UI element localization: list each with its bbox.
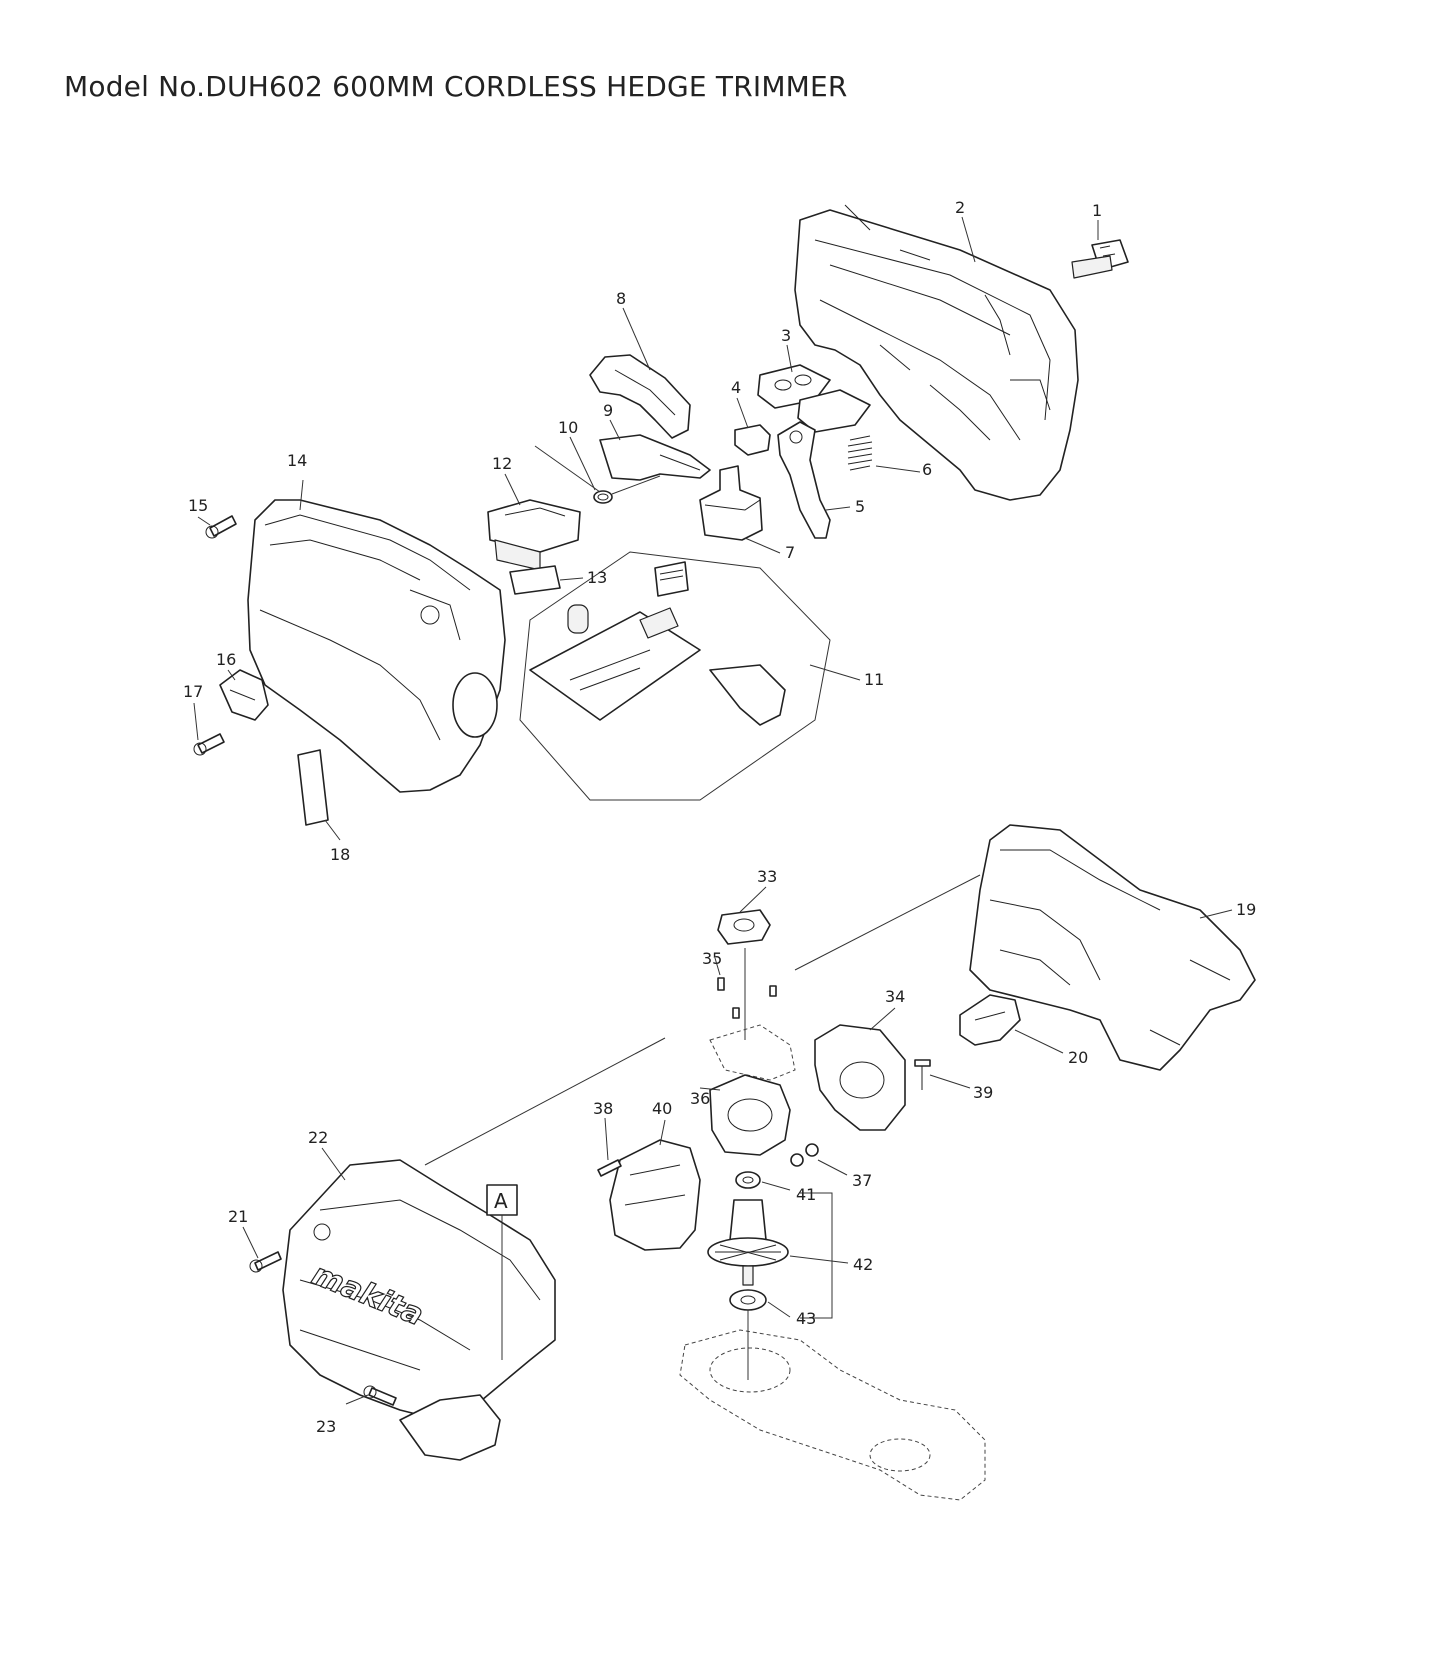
part-14-housing-half bbox=[247, 499, 506, 793]
part-36-stator bbox=[709, 1074, 791, 1156]
part-4-clip bbox=[734, 424, 771, 456]
alignment-line-19 bbox=[794, 874, 981, 971]
part-5-lever-arm bbox=[777, 421, 831, 539]
callout-a-text: A bbox=[494, 1189, 508, 1213]
part-label-34: 34 bbox=[885, 987, 905, 1006]
part-19-gear-housing bbox=[969, 824, 1256, 1071]
part-label-10: 10 bbox=[558, 418, 578, 437]
part-35-screws bbox=[717, 977, 777, 1019]
part-label-43: 43 bbox=[796, 1309, 816, 1328]
part-label-18: 18 bbox=[330, 845, 350, 864]
part-11-controller bbox=[519, 551, 831, 801]
part-label-2: 2 bbox=[955, 198, 965, 217]
part-label-16: 16 bbox=[216, 650, 236, 669]
part-38-screw bbox=[597, 1159, 622, 1177]
part-21-screw bbox=[249, 1251, 282, 1273]
part-label-36: 36 bbox=[690, 1089, 710, 1108]
part-34-bracket bbox=[814, 1024, 906, 1131]
part-18-label bbox=[297, 749, 329, 826]
part-label-12: 12 bbox=[492, 454, 512, 473]
part-label-19: 19 bbox=[1236, 900, 1256, 919]
part-label-4: 4 bbox=[731, 378, 741, 397]
part-label-40: 40 bbox=[652, 1099, 672, 1118]
part-label-14: 14 bbox=[287, 451, 307, 470]
part-label-15: 15 bbox=[188, 496, 208, 515]
part-17-screw bbox=[193, 733, 225, 756]
part-42-rotor bbox=[707, 1199, 789, 1286]
part-label-38: 38 bbox=[593, 1099, 613, 1118]
part-22-front-housing: makita bbox=[282, 1159, 556, 1461]
part-41-bearing bbox=[735, 1171, 761, 1189]
part-label-37: 37 bbox=[852, 1171, 872, 1190]
part-10-spring-small bbox=[593, 490, 613, 504]
part-label-9: 9 bbox=[603, 401, 613, 420]
part-label-42: 42 bbox=[853, 1255, 873, 1274]
part-label-3: 3 bbox=[781, 326, 791, 345]
part-label-1: 1 bbox=[1092, 201, 1102, 220]
part-1-shaft bbox=[1071, 239, 1129, 279]
part-label-6: 6 bbox=[922, 460, 932, 479]
alignment-line-10b bbox=[611, 475, 661, 495]
part-6-spring bbox=[847, 435, 873, 471]
part-15-screw bbox=[205, 515, 237, 539]
part-3-pads bbox=[757, 364, 871, 433]
part-label-23: 23 bbox=[316, 1417, 336, 1436]
part-7-switch bbox=[699, 465, 763, 541]
part-12-terminal-block bbox=[487, 499, 581, 571]
leader-lines bbox=[193, 216, 1233, 1405]
part-37-screws bbox=[790, 1143, 819, 1167]
circuit-board-dashed bbox=[709, 1024, 796, 1081]
part-2-housing bbox=[794, 204, 1079, 501]
gear-case-dashed bbox=[679, 1329, 986, 1501]
part-33-grommet bbox=[717, 909, 771, 945]
part-43-bearing bbox=[729, 1289, 767, 1311]
part-13-sheet bbox=[509, 565, 561, 595]
part-label-41: 41 bbox=[796, 1185, 816, 1204]
part-label-8: 8 bbox=[616, 289, 626, 308]
part-label-7: 7 bbox=[785, 543, 795, 562]
alignment-line-10 bbox=[534, 445, 601, 493]
callout-a: A bbox=[486, 1184, 518, 1360]
part-label-17: 17 bbox=[183, 682, 203, 701]
part-label-35: 35 bbox=[702, 949, 722, 968]
page-title: Model No.DUH602 600MM CORDLESS HEDGE TRI… bbox=[64, 70, 848, 103]
part-8-cover bbox=[589, 354, 691, 439]
part-label-21: 21 bbox=[228, 1207, 248, 1226]
alignment-line-22 bbox=[424, 1037, 666, 1166]
part-40-motor-housing bbox=[609, 1139, 701, 1251]
bracket-41-43 bbox=[800, 1192, 833, 1319]
part-label-5: 5 bbox=[855, 497, 865, 516]
part-label-39: 39 bbox=[973, 1083, 993, 1102]
part-label-20: 20 bbox=[1068, 1048, 1088, 1067]
part-9-lever bbox=[599, 434, 711, 481]
part-label-11: 11 bbox=[864, 670, 884, 689]
part-20-knob bbox=[959, 994, 1021, 1046]
part-label-33: 33 bbox=[757, 867, 777, 886]
part-23-screw bbox=[363, 1385, 397, 1406]
part-16-lock bbox=[219, 669, 269, 721]
part-39-screw bbox=[914, 1059, 931, 1090]
part-label-22: 22 bbox=[308, 1128, 328, 1147]
part-label-13: 13 bbox=[587, 568, 607, 587]
